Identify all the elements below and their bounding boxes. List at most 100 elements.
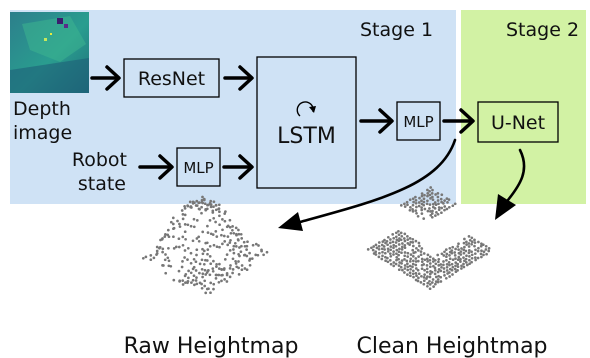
- point: [380, 243, 384, 247]
- point: [203, 202, 207, 206]
- point: [436, 192, 440, 195]
- point: [403, 246, 407, 250]
- point: [482, 253, 485, 257]
- point: [482, 250, 486, 254]
- point: [256, 253, 260, 257]
- point: [470, 260, 473, 264]
- point: [403, 251, 407, 254]
- point: [239, 232, 243, 236]
- point: [442, 263, 445, 267]
- point: [388, 241, 392, 245]
- point: [384, 259, 387, 263]
- point: [392, 236, 396, 240]
- point: [467, 249, 471, 252]
- point: [411, 210, 415, 213]
- point: [417, 204, 421, 208]
- point: [459, 260, 462, 263]
- point: [428, 287, 432, 291]
- point: [395, 258, 398, 262]
- arrow-lstm-to-mlp: [359, 108, 394, 134]
- point: [208, 244, 212, 248]
- point: [464, 261, 468, 264]
- point: [183, 230, 187, 234]
- point: [231, 271, 234, 275]
- point: [215, 273, 218, 277]
- point: [237, 238, 240, 242]
- point: [430, 192, 434, 195]
- resnet-label: ResNet: [138, 68, 205, 90]
- point: [183, 256, 186, 259]
- point: [434, 282, 437, 286]
- point: [415, 274, 418, 278]
- point: [434, 262, 438, 266]
- point: [414, 260, 418, 263]
- point: [226, 243, 230, 247]
- flow-arrows: [90, 65, 475, 180]
- point: [181, 260, 184, 263]
- point: [437, 202, 440, 206]
- point: [417, 276, 420, 280]
- point: [414, 199, 418, 202]
- point: [246, 240, 249, 244]
- point: [395, 238, 399, 242]
- point: [403, 205, 407, 208]
- point: [463, 237, 466, 241]
- point: [434, 193, 437, 196]
- point: [467, 235, 471, 238]
- point: [428, 258, 432, 262]
- point: [167, 259, 171, 263]
- point: [442, 254, 446, 257]
- point: [166, 228, 170, 232]
- point: [228, 218, 232, 222]
- point: [163, 258, 167, 262]
- point: [420, 267, 424, 271]
- stage-2-title: Stage 2: [506, 19, 579, 41]
- point: [228, 225, 232, 229]
- point: [374, 243, 378, 247]
- point: [186, 246, 190, 250]
- point: [403, 264, 407, 267]
- point: [239, 250, 243, 254]
- point: [456, 265, 460, 269]
- mlp-state-label: MLP: [183, 159, 213, 177]
- point: [408, 243, 411, 246]
- point: [423, 258, 427, 262]
- point: [204, 273, 208, 276]
- point: [163, 235, 167, 238]
- lstm-label: LSTM: [277, 124, 336, 149]
- point: [400, 248, 404, 251]
- point: [408, 264, 412, 268]
- point: [399, 265, 403, 269]
- point: [380, 257, 384, 261]
- point: [223, 278, 226, 281]
- point: [431, 202, 435, 206]
- point: [453, 254, 457, 257]
- point: [430, 215, 434, 219]
- point: [177, 269, 181, 273]
- point: [477, 240, 480, 244]
- point: [186, 280, 190, 283]
- point: [235, 265, 239, 269]
- point: [431, 209, 434, 213]
- point: [200, 282, 203, 286]
- point: [411, 265, 414, 269]
- point: [164, 253, 167, 256]
- point: [406, 238, 410, 241]
- point: [465, 254, 468, 258]
- point: [395, 255, 399, 259]
- point: [206, 203, 210, 207]
- point: [399, 231, 403, 235]
- point: [420, 257, 424, 261]
- point: [220, 233, 223, 237]
- point: [425, 267, 429, 271]
- point: [437, 208, 441, 212]
- point: [189, 205, 193, 208]
- point: [453, 202, 457, 206]
- point: [470, 256, 474, 260]
- point: [206, 224, 209, 228]
- point: [181, 217, 185, 221]
- point: [433, 201, 437, 204]
- point: [426, 281, 430, 285]
- depth-image-label-line2: image: [13, 122, 72, 144]
- point: [215, 245, 219, 249]
